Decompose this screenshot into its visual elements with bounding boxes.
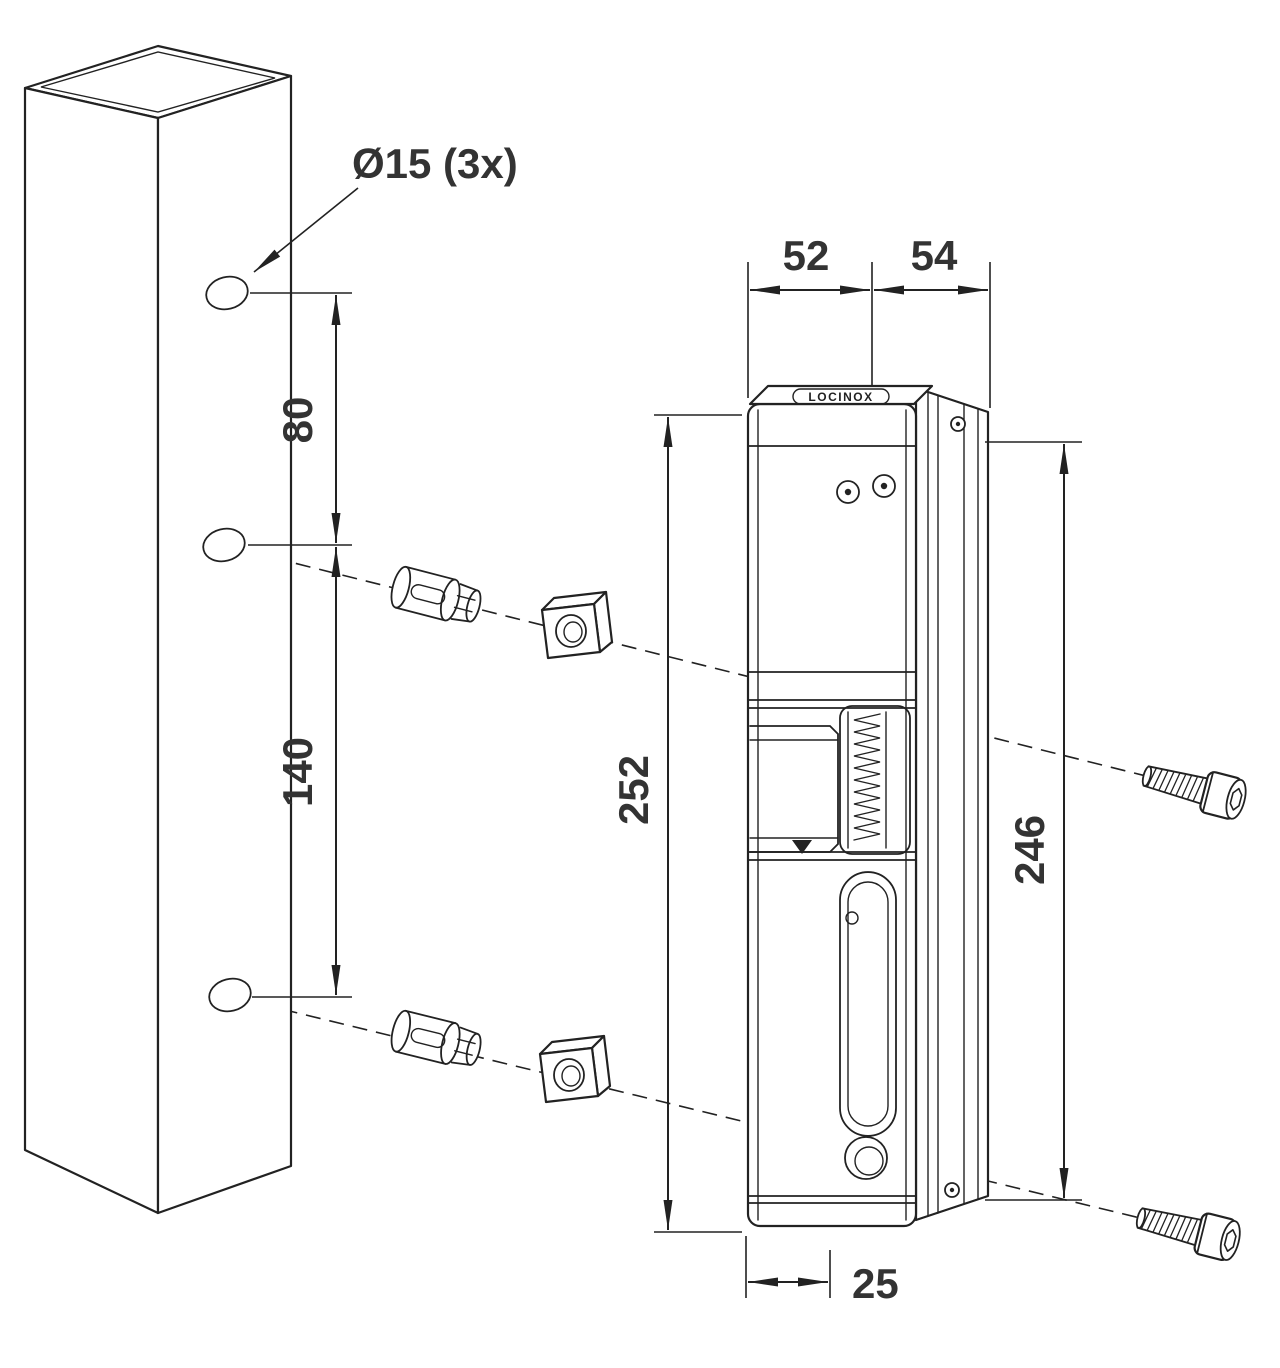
brand-logo-outline — [792, 388, 890, 405]
dim-80: 80 — [248, 292, 352, 546]
callout-leader — [253, 187, 359, 273]
dim-52: 52 — [747, 232, 873, 398]
dim-52-label: 52 — [783, 232, 830, 279]
mounting-screw-lower — [1131, 1195, 1245, 1265]
dim-252: 252 — [610, 414, 742, 1233]
dim-252-extension-lines — [654, 414, 742, 1233]
post-hole-middle — [202, 527, 246, 563]
lock-housing — [746, 402, 918, 1228]
profile-screw-dot-bottom — [949, 1187, 955, 1193]
post-left-face — [23, 86, 160, 1215]
square-nut-upper — [540, 590, 614, 660]
dim-80-extension-lines — [248, 292, 352, 546]
cable-hole-inner — [854, 1146, 884, 1176]
latch-pointer — [792, 840, 812, 854]
dim-80-label: 80 — [274, 397, 321, 444]
centerline-upper — [225, 545, 1147, 777]
cable-hole — [844, 1136, 888, 1180]
dim-140: 140 — [252, 547, 352, 998]
dim-25-extension-lines — [745, 1236, 831, 1298]
spring — [853, 713, 881, 841]
post-hole-bottom — [208, 977, 252, 1013]
centerline-lower — [235, 997, 1141, 1219]
gate-profile — [914, 386, 990, 1222]
profile-face — [914, 386, 990, 1222]
fixing-plug-lower — [387, 1007, 486, 1073]
profile-grooves — [927, 391, 979, 1217]
brand-logo-text: LOCINOX — [808, 390, 873, 404]
dim-25: 25 — [745, 1236, 899, 1307]
fixing-plug-upper — [386, 564, 486, 629]
lock-screw-dot-left — [844, 488, 852, 496]
mounting-screw-upper — [1137, 753, 1251, 823]
post-front-face — [156, 74, 293, 1215]
dim-246-extension-lines — [985, 441, 1082, 1201]
dim-140-label: 140 — [274, 737, 321, 807]
slot-grub-screw — [845, 911, 859, 925]
spring-channel — [847, 711, 887, 849]
dim-52-extension-lines — [747, 262, 873, 398]
dim-246: 246 — [985, 441, 1082, 1201]
post-hole-top — [205, 275, 249, 311]
dim-54: 54 — [874, 232, 991, 408]
square-post — [23, 44, 293, 1215]
lock-body: LOCINOX — [746, 384, 934, 1228]
latch-window — [839, 705, 911, 855]
assembly-centerlines — [225, 545, 1147, 1219]
housing-section-lines — [747, 671, 917, 1204]
dim-252-label: 252 — [610, 755, 657, 825]
square-nut-lower — [538, 1034, 612, 1104]
dim-hole-callout: Ø15 (3x) — [253, 140, 518, 273]
lock-screw-dot-right — [880, 482, 888, 490]
adjustment-slot — [839, 871, 897, 1137]
keep-jaw-lines — [749, 739, 839, 839]
adjustment-slot-inner — [847, 881, 889, 1127]
keep-jaw — [749, 725, 839, 853]
dim-246-label: 246 — [1006, 815, 1053, 885]
housing-edge-lines — [757, 409, 907, 1221]
dim-25-label: 25 — [852, 1260, 899, 1307]
profile-screw-dot-top — [955, 421, 961, 427]
hole-callout-label: Ø15 (3x) — [352, 140, 518, 187]
dim-54-label: 54 — [911, 232, 958, 279]
post-tube-wall — [40, 51, 276, 113]
